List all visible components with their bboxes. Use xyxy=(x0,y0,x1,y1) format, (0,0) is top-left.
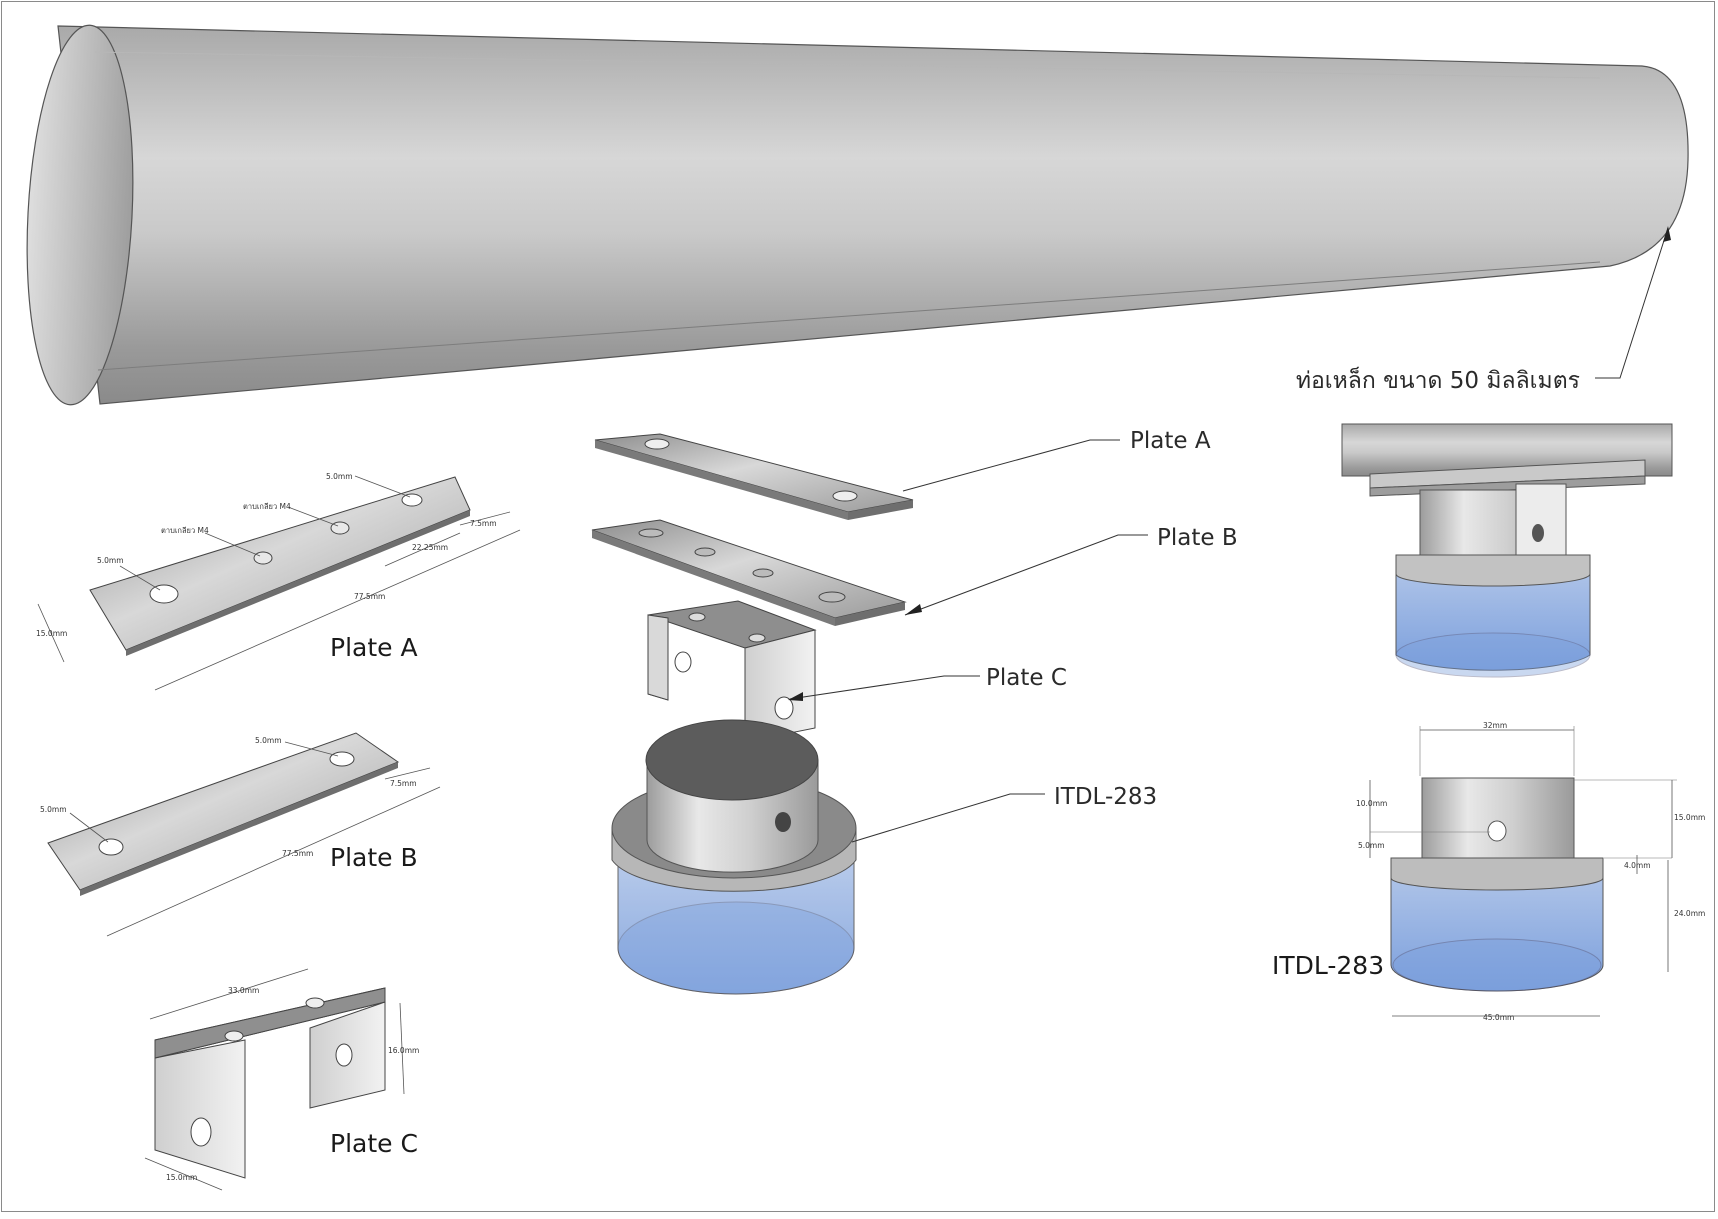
base-dim-bottom-width: 45.0mm xyxy=(1483,1013,1514,1022)
plate-a-dim-spacing: 22.25mm xyxy=(412,543,448,552)
base-dim-flange: 4.0mm xyxy=(1624,861,1651,870)
plate-b-dim-hole-right: 5.0mm xyxy=(255,736,282,745)
base-detail-title: ITDL-283 xyxy=(1272,951,1384,980)
base-dim-hole-offset: 10.0mm xyxy=(1356,799,1387,808)
plate-a-dim-hole-left: 5.0mm xyxy=(97,556,124,565)
exploded-callouts: Plate A Plate B Plate C ITDL-283 xyxy=(788,428,1238,843)
plate-a-dim-width: 15.0mm xyxy=(36,629,67,638)
base-dim-hole-dia: 5.0mm xyxy=(1358,841,1385,850)
exploded-plate-a-label: Plate A xyxy=(1130,428,1211,454)
plate-a-detail: 5.0mm ตาบเกลียว M4 ตาบเกลียว M4 5.0mm 7.… xyxy=(36,472,521,691)
pipe-callout: ท่อเหล็ก ขนาด 50 มิลลิเมตร xyxy=(1296,226,1671,394)
plate-b-dim-length: 77.5mm xyxy=(282,849,313,858)
plate-a-dim-length: 77.5mm xyxy=(354,592,385,601)
plate-b-title: Plate B xyxy=(330,843,418,872)
plate-a-dim-thread-2: ตาบเกลียว M4 xyxy=(243,502,291,511)
exploded-assembly xyxy=(591,433,914,995)
steel-pipe xyxy=(26,24,1689,406)
plate-c-dim-depth: 15.0mm xyxy=(166,1173,197,1182)
assembled-view xyxy=(1341,423,1673,678)
plate-c-dim-width: 33.0mm xyxy=(228,986,259,995)
plate-b-dim-hole-left: 5.0mm xyxy=(40,805,67,814)
base-dim-top-width: 32mm xyxy=(1483,721,1507,730)
plate-a-dim-thread-1: ตาบเกลียว M4 xyxy=(161,526,209,535)
plate-c-detail: 33.0mm 16.0mm 15.0mm Plate C xyxy=(144,968,419,1191)
plate-a-dim-edge: 7.5mm xyxy=(470,519,497,528)
plate-c-title: Plate C xyxy=(330,1129,418,1158)
base-dim-post-height: 15.0mm xyxy=(1674,813,1705,822)
base-dim-cup-height: 24.0mm xyxy=(1674,909,1705,918)
plate-b-dim-edge: 7.5mm xyxy=(390,779,417,788)
exploded-base-label: ITDL-283 xyxy=(1054,784,1157,810)
exploded-plate-c-label: Plate C xyxy=(986,665,1067,691)
pipe-label: ท่อเหล็ก ขนาด 50 มิลลิเมตร xyxy=(1296,365,1580,394)
base-detail: 32mm 10.0mm 5.0mm 15.0mm 4.0mm 24.0mm 45… xyxy=(1272,721,1705,1022)
exploded-plate-b-label: Plate B xyxy=(1157,525,1238,551)
plate-a-dim-hole-right: 5.0mm xyxy=(326,472,353,481)
plate-a-title: Plate A xyxy=(330,633,418,662)
plate-b-detail: 5.0mm 5.0mm 7.5mm 77.5mm Plate B xyxy=(40,732,441,937)
plate-c-dim-height: 16.0mm xyxy=(388,1046,419,1055)
